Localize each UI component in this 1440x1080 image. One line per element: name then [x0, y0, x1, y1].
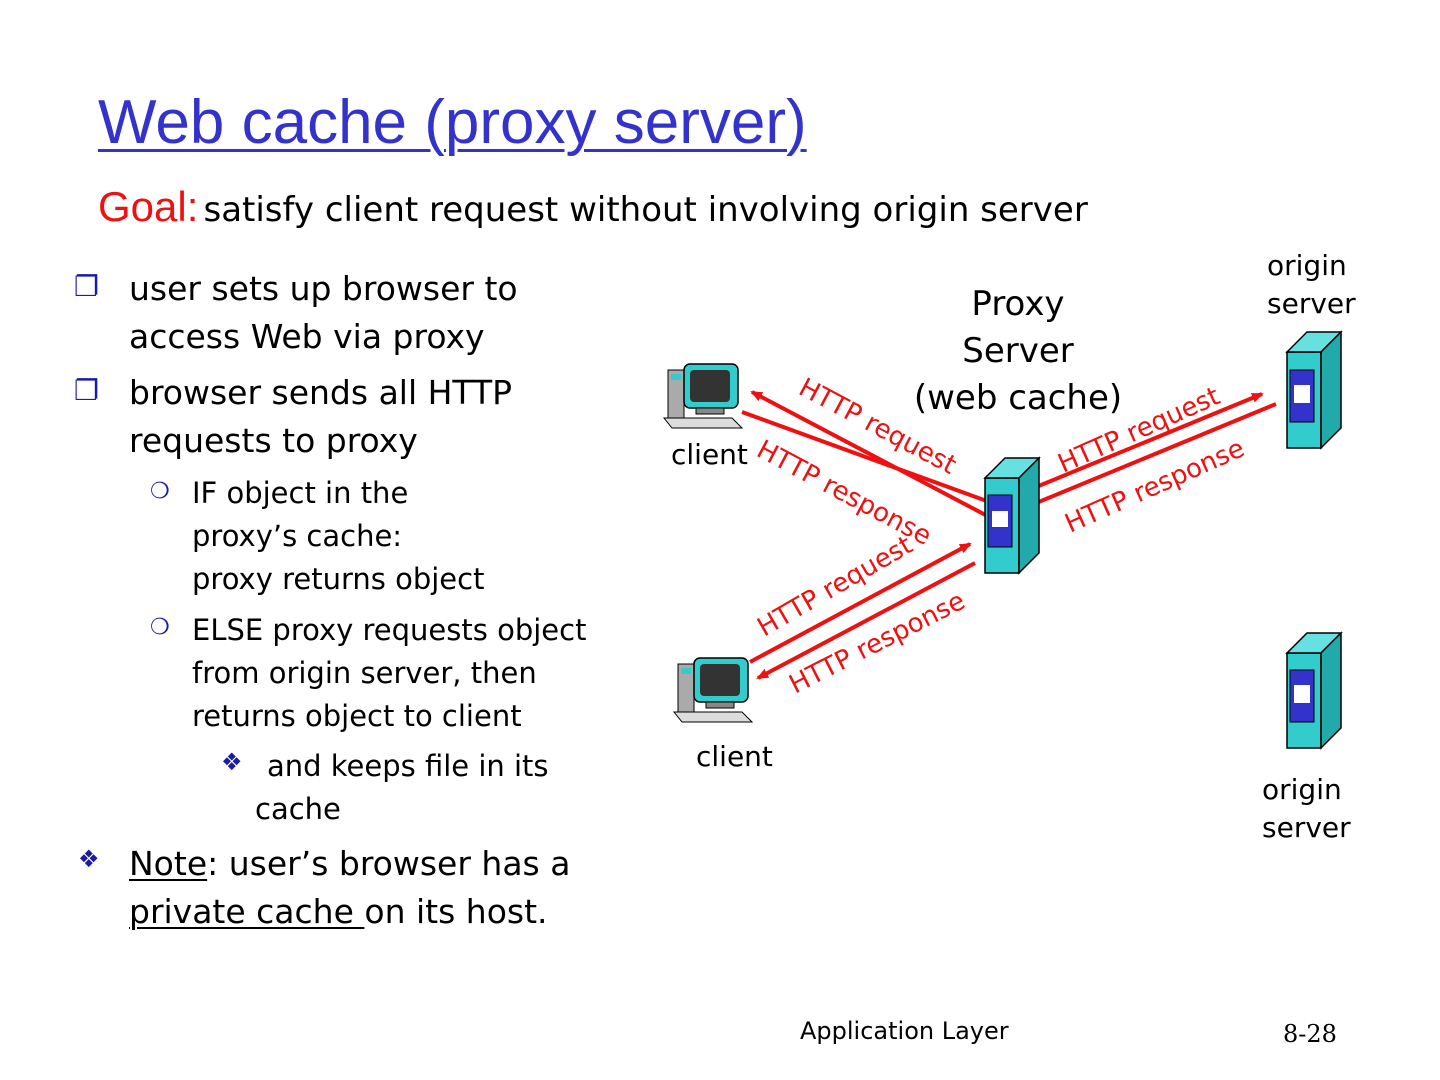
- note-item: Note: user’s browser has a private cache…: [129, 840, 570, 936]
- proxy-label-line: Server: [962, 331, 1074, 371]
- bullet-line: browser sends all HTTP: [129, 373, 513, 412]
- arrow-request-from-client-top: [741, 410, 996, 506]
- page-number: 8-28: [1283, 1020, 1337, 1048]
- note-text: : user’s browser has a: [207, 844, 571, 883]
- origin-label-line: origin: [1267, 249, 1347, 282]
- square-bullet-icon: ❐: [74, 270, 100, 303]
- goal-text: satisfy client request without involving…: [203, 190, 1088, 230]
- bullet-line: returns object to client: [192, 699, 522, 733]
- square-bullet-icon: ❐: [74, 374, 100, 407]
- slide-title: Web cache (proxy server): [98, 88, 807, 157]
- diamond-bullet-icon: ❖: [78, 845, 100, 873]
- note-label: Note: [129, 844, 208, 883]
- bullet-line: proxy’s cache:: [192, 519, 403, 553]
- circle-bullet-icon: ❍: [150, 479, 170, 504]
- circle-bullet-icon: ❍: [150, 615, 170, 640]
- bullet-line: and keeps file in its: [267, 749, 549, 783]
- origin-server-top-icon: [1285, 330, 1343, 450]
- arrow-request-from-client-bottom: [749, 542, 972, 664]
- sub-sub-bullet-item: and keeps file in its cache: [255, 745, 549, 831]
- note-text: on its host.: [364, 892, 548, 931]
- origin-label-line: origin: [1262, 773, 1342, 806]
- proxy-server-icon: [983, 456, 1041, 575]
- arrow-response-from-origin: [994, 402, 1277, 522]
- proxy-server-label: Proxy Server (web cache): [908, 281, 1128, 422]
- origin-server-top-label: origin server: [1267, 247, 1356, 323]
- origin-server-bottom-label: origin server: [1262, 771, 1351, 847]
- client-top-label: client: [671, 438, 748, 471]
- origin-server-bottom-icon: [1285, 631, 1343, 750]
- origin-label-line: server: [1262, 811, 1351, 844]
- bullet-line: ELSE proxy requests object: [192, 613, 587, 647]
- bullet-line: cache: [255, 792, 341, 826]
- diamond-bullet-icon: ❖: [221, 748, 243, 776]
- note-private-cache: private cache: [129, 892, 365, 931]
- footer-section: Application Layer: [800, 1017, 1009, 1045]
- origin-label-line: server: [1267, 287, 1356, 320]
- bullet-line: requests to proxy: [129, 421, 418, 460]
- arrow-response-to-client-bottom: [756, 561, 976, 680]
- bullet-line: from origin server, then: [192, 656, 537, 690]
- proxy-label-line: Proxy: [971, 284, 1065, 324]
- bullet-line: proxy returns object: [192, 562, 485, 596]
- arrow-response-to-client-top: [750, 390, 996, 522]
- note-line: Note: user’s browser has a: [129, 840, 570, 888]
- bullet-item: user sets up browser to access Web via p…: [129, 265, 518, 361]
- bullet-line: access Web via proxy: [129, 317, 485, 356]
- sub-bullet-item: IF object in the proxy’s cache: proxy re…: [192, 472, 484, 601]
- client-computer-bottom-icon: [672, 657, 754, 723]
- client-computer-top-icon: [662, 363, 744, 429]
- proxy-label-line: (web cache): [913, 378, 1123, 418]
- bullet-line: IF object in the: [192, 476, 409, 510]
- sub-bullet-item: ELSE proxy requests object from origin s…: [192, 609, 586, 738]
- bullet-line: user sets up browser to: [129, 269, 518, 308]
- note-line: private cache on its host.: [129, 888, 570, 936]
- goal-label: Goal:: [98, 183, 199, 230]
- client-bottom-label: client: [696, 740, 773, 773]
- goal-line: Goal: satisfy client request without inv…: [98, 186, 1088, 228]
- bullet-item: browser sends all HTTP requests to proxy: [129, 369, 512, 465]
